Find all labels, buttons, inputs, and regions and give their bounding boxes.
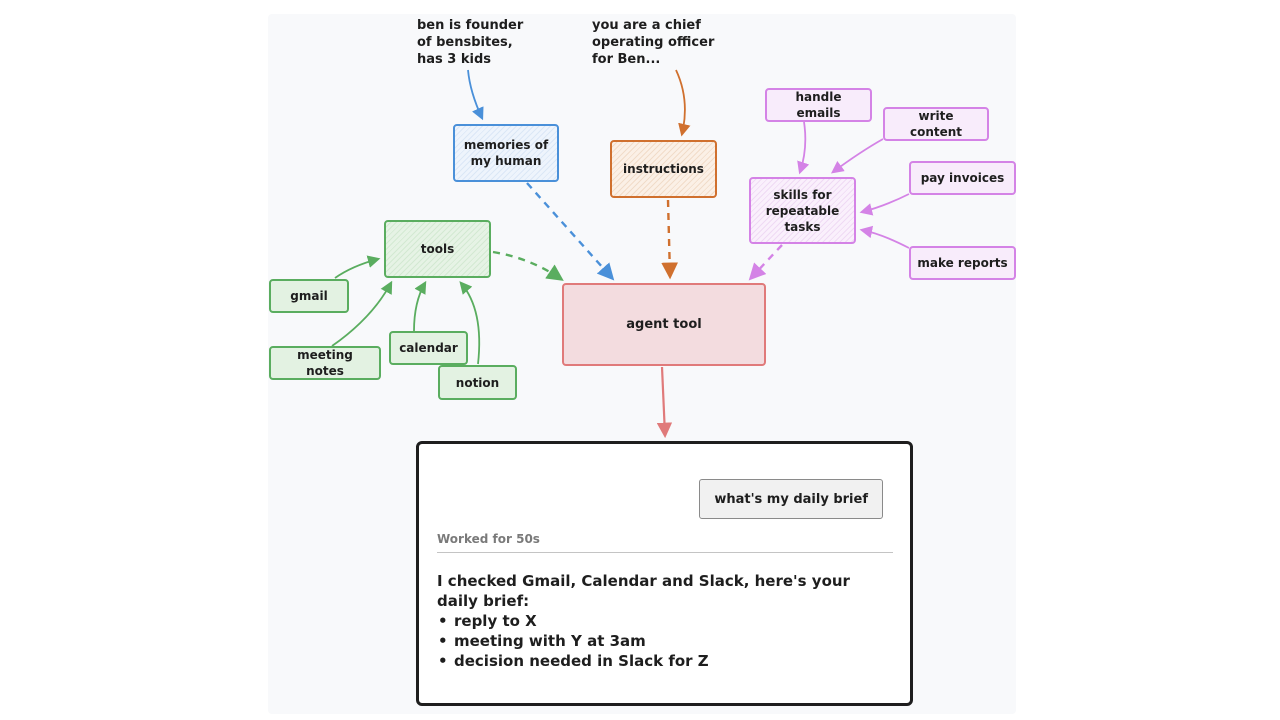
make-reports-node[interactable]: make reports (909, 246, 1016, 280)
handle-emails-label: handle emails (795, 90, 842, 120)
output-divider (437, 552, 893, 553)
calendar-label: calendar (399, 341, 458, 355)
agent-tool-node[interactable]: agent tool (562, 283, 766, 366)
agent-tool-label: agent tool (626, 316, 702, 332)
calendar-node[interactable]: calendar (389, 331, 468, 365)
coo-note: you are a chief operating officer for Be… (592, 18, 715, 67)
skills-node[interactable]: skills for repeatable tasks (749, 177, 856, 244)
memories-node[interactable]: memories of my human (453, 124, 559, 182)
instructions-label: instructions (623, 162, 704, 176)
brief-item: reply to X (437, 611, 880, 631)
skills-label: skills for repeatable tasks (765, 187, 840, 234)
pay-invoices-label: pay invoices (920, 171, 1005, 185)
meeting-notes-node[interactable]: meeting notes (269, 346, 381, 380)
handle-emails-node[interactable]: handle emails (765, 88, 872, 122)
founder-note: ben is founder of bensbites, has 3 kids (417, 18, 524, 67)
agent-reply: I checked Gmail, Calendar and Slack, her… (437, 571, 880, 671)
user-prompt-text: what's my daily brief (714, 491, 868, 507)
tools-node[interactable]: tools (384, 220, 491, 278)
brief-list: reply to X meeting with Y at 3am decisio… (437, 611, 880, 671)
instructions-node[interactable]: instructions (610, 140, 717, 198)
memories-label: memories of my human (463, 138, 549, 168)
gmail-label: gmail (290, 289, 328, 303)
write-content-label: write content (909, 109, 963, 139)
write-content-node[interactable]: write content (883, 107, 989, 141)
brief-item: decision needed in Slack for Z (437, 651, 880, 671)
meeting-notes-label: meeting notes (297, 348, 353, 378)
gmail-node[interactable]: gmail (269, 279, 349, 313)
notion-node[interactable]: notion (438, 365, 517, 400)
reply-intro: I checked Gmail, Calendar and Slack, her… (437, 572, 850, 610)
agent-output-panel: what's my daily brief Worked for 50s I c… (416, 441, 913, 706)
worked-duration: Worked for 50s (437, 532, 540, 546)
user-prompt-bubble: what's my daily brief (699, 479, 883, 519)
pay-invoices-node[interactable]: pay invoices (909, 161, 1016, 195)
tools-label: tools (420, 242, 455, 256)
make-reports-label: make reports (917, 256, 1008, 270)
brief-item: meeting with Y at 3am (437, 631, 880, 651)
notion-label: notion (455, 375, 500, 390)
